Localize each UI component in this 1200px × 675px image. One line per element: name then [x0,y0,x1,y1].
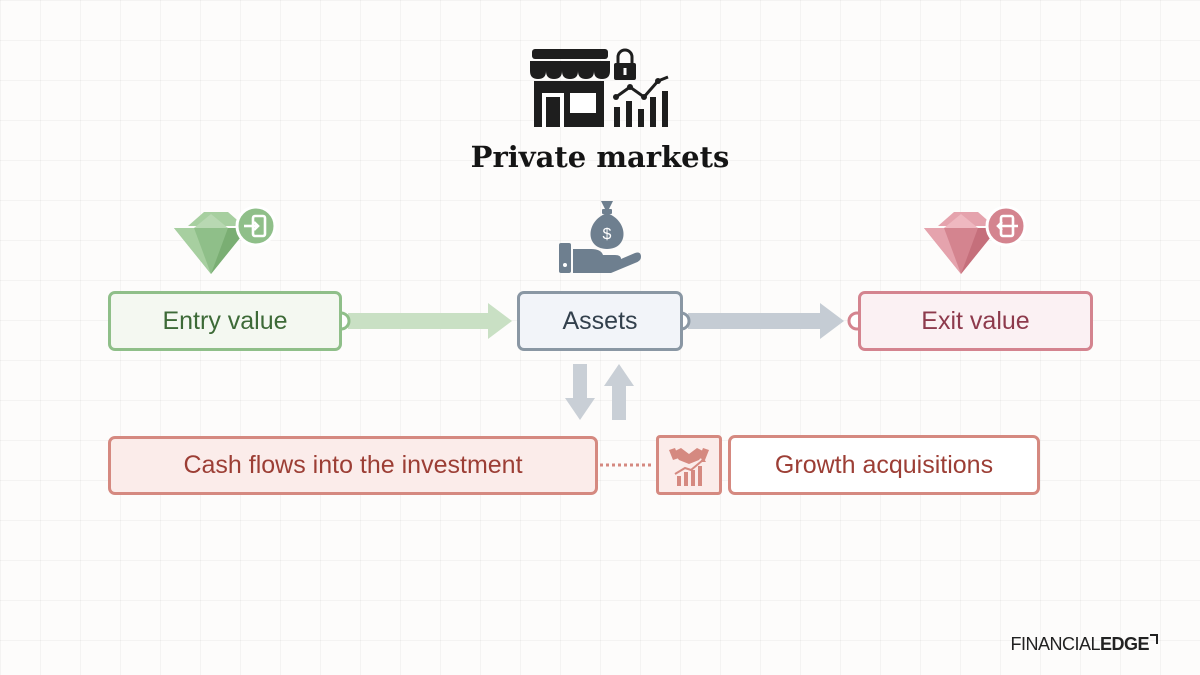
growth-acquisitions-box: Growth acquisitions [728,435,1040,495]
pink-diamond-exit-icon [924,205,1027,274]
storefront-chart-icon [530,48,669,127]
svg-text:$: $ [603,226,612,243]
down-arrow-shaft [573,364,587,400]
assets-to-exit-arrowhead [820,303,844,339]
financial-edge-logo: FINANCIALEDGE [1010,634,1158,655]
down-arrow-head [565,398,595,420]
assets-box: Assets [517,291,683,351]
up-arrow-shaft [612,384,626,420]
handshake-bar-chart-icon [669,448,709,486]
logo-corner-mark [1150,634,1158,644]
cash-flows-box: Cash flows into the investment [108,436,598,495]
logo-text-edge: EDGE [1099,634,1150,654]
entry-value-box: Entry value [108,291,342,351]
diagram-title: Private markets [470,140,730,174]
growth-icon-box [656,435,722,495]
exit-value-box: Exit value [858,291,1093,351]
green-diamond-enter-icon [174,205,277,274]
logo-text-financial: FINANCIAL [1010,634,1100,654]
entry-to-assets-arrowhead [488,303,512,339]
entry-to-assets-arrow [348,313,490,329]
up-arrow-head [604,364,634,386]
assets-to-exit-arrow [688,313,822,329]
hand-money-bag-icon: $ [559,201,641,273]
